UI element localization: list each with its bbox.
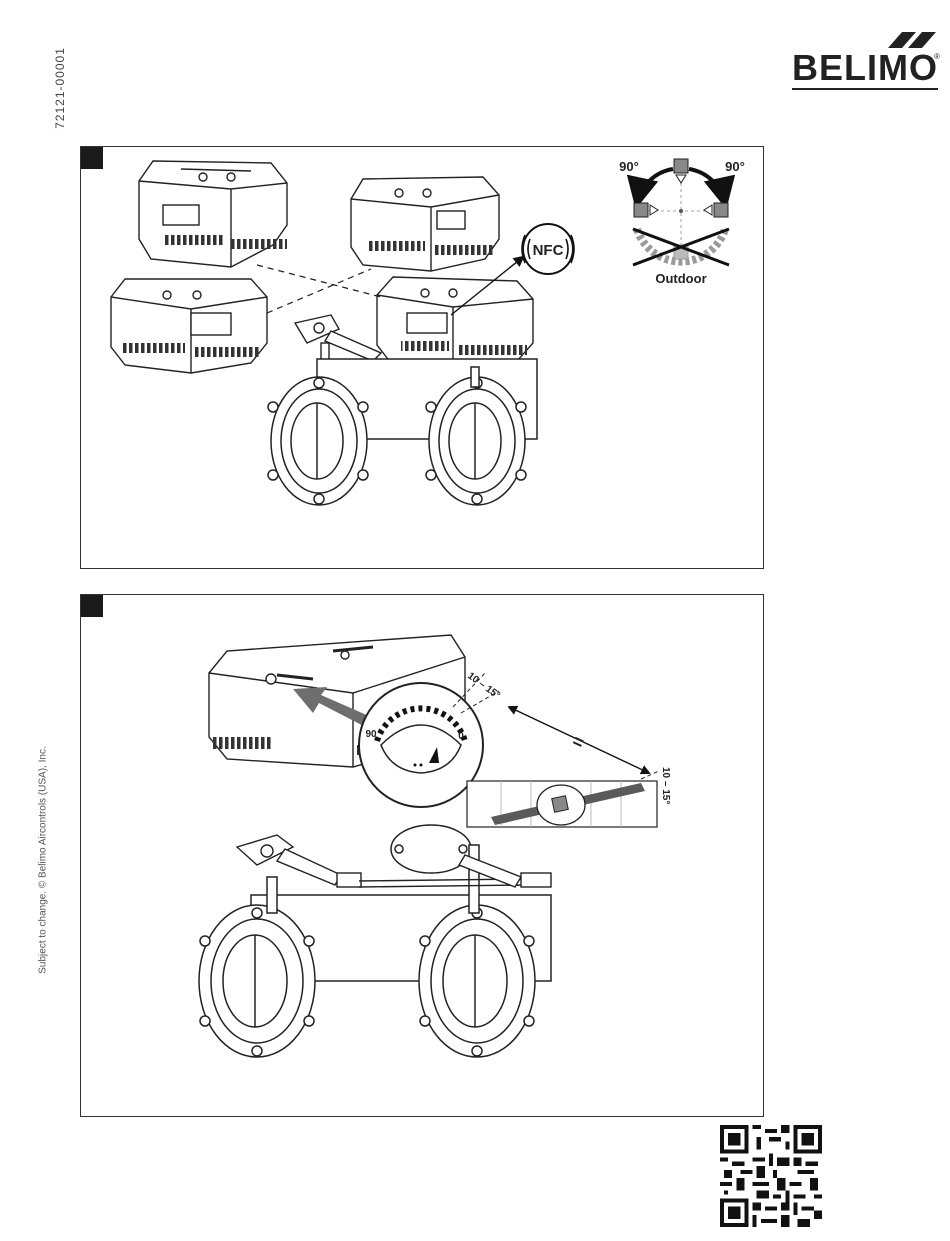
alignment-lines <box>257 265 381 313</box>
nfc-label: NFC <box>533 242 564 259</box>
copyright-note: Subject to change. © Belimo Aircontrols … <box>30 730 56 990</box>
actuator-top-right <box>351 177 499 271</box>
registered-mark: ® <box>934 52 940 61</box>
qr-code <box>720 1125 822 1227</box>
rotation-right-angle: 90° <box>725 159 745 174</box>
copyright-note-text: Subject to change. © Belimo Aircontrols … <box>38 746 49 973</box>
butterfly-valve-assembly <box>268 359 537 505</box>
document-number-text: 72121-00001 <box>53 47 67 129</box>
rotation-caption: Outdoor <box>655 271 706 286</box>
dial-mark-0: 0 <box>458 731 464 742</box>
actuator-bottom-left <box>111 279 267 373</box>
position-dial-magnifier <box>359 683 483 807</box>
offset-angle-label-right: 10 – 15° <box>660 767 671 804</box>
installation-panel-2: 90 0 10 – 15° = 10 – 15° <box>80 594 764 1117</box>
logo-text: BELIMO <box>792 50 938 86</box>
panel-1-illustration: NFC 90° 90° Outdoor <box>81 147 763 568</box>
actuator-top-left <box>139 161 287 267</box>
dial-mark-90: 90 <box>365 729 377 740</box>
installation-panel-1: NFC 90° 90° Outdoor <box>80 146 764 569</box>
panel-2-illustration: 90 0 10 – 15° = 10 – 15° <box>81 595 763 1116</box>
rotation-left-angle: 90° <box>619 159 639 174</box>
actuator-mounted <box>377 277 533 371</box>
equivalence-sign: = <box>569 730 587 753</box>
document-number: 72121-00001 <box>46 48 74 128</box>
valve-disc-top-view <box>467 771 659 827</box>
rotation-diagram <box>633 159 729 265</box>
